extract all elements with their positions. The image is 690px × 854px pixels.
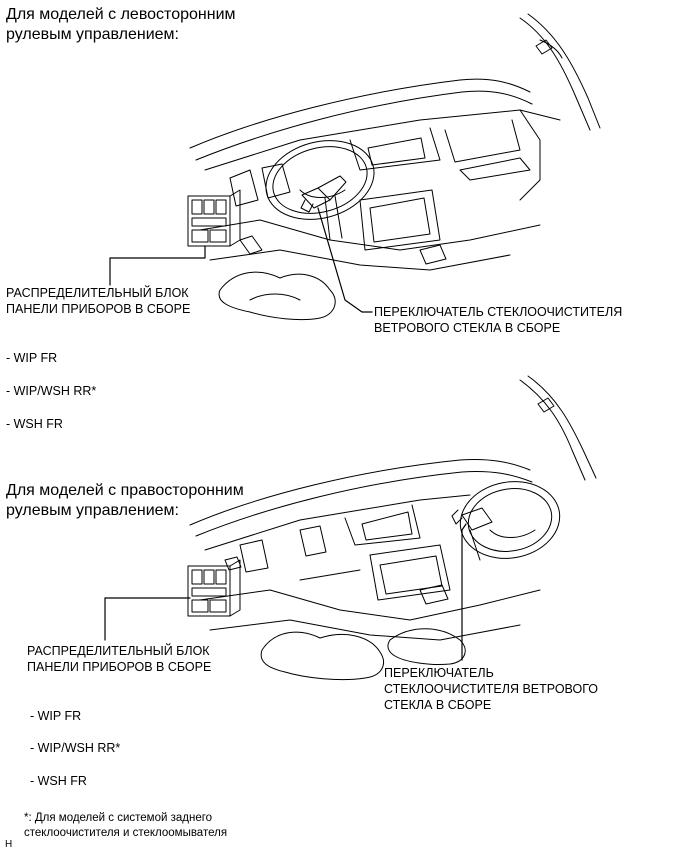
lhd-junction-block-label-line2: ПАНЕЛИ ПРИБОРОВ В СБОРЕ [6,302,191,316]
rhd-fuse-item: - WIP FR [30,709,82,723]
footnote-line1: *: Для моделей с системой заднего [24,812,213,824]
rhd-fuse-item: - WIP/WSH RR* [30,741,121,755]
footnote-line2: стеклоочистителя и стеклоомывателя [24,827,228,839]
lhd-heading-line1: Для моделей с левосторонним [6,6,236,23]
lhd-wiper-switch-label-line1: ПЕРЕКЛЮЧАТЕЛЬ СТЕКЛООЧИСТИТЕЛЯ [374,305,623,319]
rhd-wiper-switch-label-line2: СТЕКЛООЧИСТИТЕЛЯ ВЕТРОВОГО [384,682,598,696]
lhd-fuse-item: - WSH FR [6,417,63,431]
rhd-fuse-item: - WSH FR [30,774,87,788]
rhd-wiper-switch-label-line3: СТЕКЛА В СБОРЕ [384,698,492,712]
rhd-junction-block-label-line2: ПАНЕЛИ ПРИБОРОВ В СБОРЕ [27,660,212,674]
rhd-junction-block-label-line1: РАСПРЕДЕЛИТЕЛЬНЫЙ БЛОК [27,644,210,658]
lhd-heading-line2: рулевым управлением: [6,26,179,43]
lhd-junction-block-label-line1: РАСПРЕДЕЛИТЕЛЬНЫЙ БЛОК [6,286,189,300]
lhd-fuse-item: - WIP FR [6,351,58,365]
lhd-dashboard-illustration [110,14,600,320]
corner-mark: H [5,839,13,850]
lhd-fuse-item: - WIP/WSH RR* [6,384,97,398]
rhd-heading-line1: Для моделей с правосторонним [6,482,244,499]
lhd-wiper-switch-label-line2: ВЕТРОВОГО СТЕКЛА В СБОРЕ [374,321,561,335]
rhd-heading-line2: рулевым управлением: [6,502,179,519]
rhd-wiper-switch-label-line1: ПЕРЕКЛЮЧАТЕЛЬ [384,666,494,680]
rhd-dashboard-illustration [105,376,596,680]
